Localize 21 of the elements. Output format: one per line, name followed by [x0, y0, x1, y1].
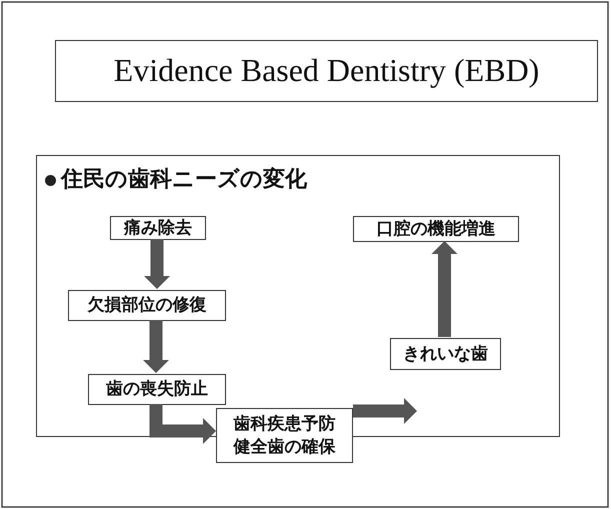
process-box — [216, 408, 353, 463]
process-box — [390, 338, 501, 370]
heading: 住民の歯科ニーズの変化 — [61, 166, 307, 194]
box-text: 痛み除去 — [124, 216, 192, 240]
box-text: 歯の喪失防止 — [106, 378, 208, 401]
title-box — [55, 40, 598, 102]
process-box — [88, 374, 226, 405]
process-box — [68, 290, 226, 321]
box-text: 欠損部位の修復 — [88, 294, 206, 317]
block-arrow — [150, 404, 216, 444]
content-panel — [36, 155, 560, 437]
process-box — [110, 216, 206, 240]
block-arrow — [143, 320, 169, 373]
block-arrow — [432, 241, 458, 337]
block-arrow — [353, 398, 417, 424]
box-text: きれいな歯 — [403, 342, 488, 366]
box-text: 口腔の機能増進 — [376, 218, 496, 240]
block-arrow — [144, 239, 170, 289]
box-text: Evidence Based Dentistry (EBD) — [114, 51, 540, 90]
box-text: 歯科疾患予防健全歯の確保 — [232, 413, 336, 458]
process-box — [353, 216, 519, 242]
